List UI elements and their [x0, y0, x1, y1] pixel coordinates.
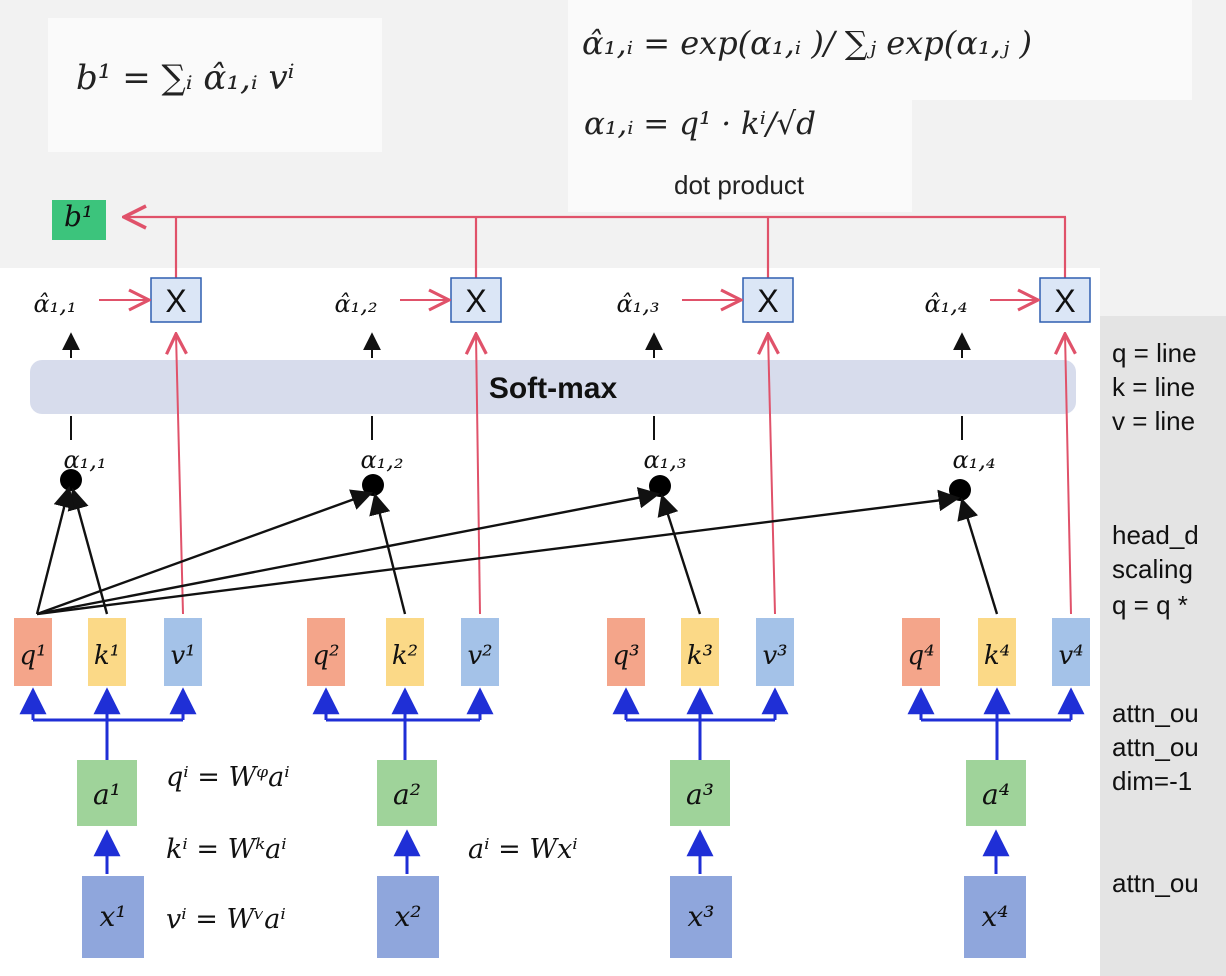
x-label-4: x⁴	[981, 900, 1008, 933]
multiply-symbol-1: X	[165, 283, 186, 319]
score-dot-3	[649, 475, 671, 497]
v-box-1	[164, 618, 202, 686]
a-box-4	[966, 760, 1026, 826]
multiply-box-4	[1039, 277, 1091, 323]
x-box-1	[82, 876, 144, 958]
multiply-symbol-2: X	[465, 283, 486, 319]
key-to-score-line-1	[67, 487, 109, 615]
value-to-multiply-line-3	[768, 334, 775, 615]
b1-formula: b¹ = ∑ᵢ α̂₁,ᵢ vⁱ	[76, 58, 295, 98]
q-box-2	[307, 618, 345, 686]
v-label-3: v³	[762, 641, 787, 671]
q-box-4	[902, 618, 940, 686]
code-line-dim: dim=-1	[1112, 766, 1193, 796]
a-embedding-formula: aⁱ = Wxⁱ	[468, 834, 578, 865]
a-box-2	[377, 760, 437, 826]
a-label-2: a²	[393, 778, 421, 811]
alpha-hat-label-1: α̂₁,₁	[33, 290, 76, 318]
code-line-v: v = line	[1112, 406, 1196, 436]
x-box-3	[670, 876, 732, 958]
code-line-k: k = line	[1112, 372, 1196, 402]
a-box-3	[670, 760, 730, 826]
multiply-symbol-3: X	[757, 283, 778, 319]
alpha-label-2: α₁,₂	[360, 446, 403, 474]
score-formula: α₁,ᵢ = q¹ · kⁱ/√d	[584, 106, 817, 142]
x-label-3: x³	[687, 900, 714, 933]
q-label-2: q²	[312, 641, 339, 671]
v-box-2	[461, 618, 499, 686]
alpha-hat-label-2: α̂₁,₂	[334, 290, 377, 318]
code-line-q-scale: q = q *	[1112, 590, 1188, 620]
dot-product-label: dot product	[674, 170, 805, 200]
v-label-4: v⁴	[1058, 641, 1083, 671]
alpha-label-3: α₁,₃	[643, 446, 686, 474]
query-to-score-line-3	[36, 487, 661, 616]
value-to-multiply-line-2	[476, 334, 480, 615]
code-line-attn-out-2: attn_ou	[1112, 732, 1199, 762]
v-box-3	[756, 618, 794, 686]
k-label-1: k¹	[94, 641, 120, 671]
score-dot-1	[60, 469, 82, 491]
output-label: b¹	[64, 200, 94, 233]
k-box-1	[88, 618, 126, 686]
code-line-q: q = line	[1112, 338, 1197, 368]
softmax-label: Soft-max	[489, 372, 618, 405]
score-formula-panel: α₁,ᵢ = q¹ · kⁱ/√d dot product	[568, 100, 912, 212]
k-label-4: k⁴	[984, 641, 1010, 671]
key-to-score-line-3	[657, 493, 702, 615]
a-box-1	[77, 760, 137, 826]
a-label-3: a³	[686, 778, 714, 811]
q-label-3: q³	[612, 641, 639, 671]
multiply-symbol-4: X	[1054, 283, 1075, 319]
a-label-1: a¹	[93, 778, 121, 811]
softmax-formula: α̂₁,ᵢ = exp(α₁,ᵢ )/ ∑ⱼ exp(α₁,ⱼ )	[582, 24, 1032, 62]
k-projection-formula: kⁱ = Wᵏaⁱ	[166, 834, 287, 865]
key-to-score-line-4	[957, 497, 999, 615]
value-to-multiply-line-4	[1065, 334, 1071, 615]
score-dot-2	[362, 474, 384, 496]
q-box-3	[607, 618, 645, 686]
multiply-box-3	[742, 277, 794, 323]
x-label-1: x¹	[99, 900, 126, 933]
q-label-1: q¹	[19, 641, 46, 671]
alpha-label-4: α₁,₄	[952, 446, 995, 474]
query-to-score-line-2	[36, 489, 374, 616]
softmax-formula-panel: α̂₁,ᵢ = exp(α₁,ᵢ )/ ∑ⱼ exp(α₁,ⱼ )	[568, 0, 1192, 100]
softmax-bar	[30, 360, 1076, 414]
v-projection-formula: vⁱ = Wᵛaⁱ	[166, 904, 286, 935]
v-box-4	[1052, 618, 1090, 686]
code-line-attn-out-3: attn_ou	[1112, 868, 1199, 898]
q-projection-formula: qⁱ = Wᵠaⁱ	[166, 762, 290, 793]
k-label-2: k²	[392, 641, 418, 671]
query-to-score-line-1	[35, 485, 75, 615]
v-label-2: v²	[467, 641, 492, 671]
multiply-box-1	[150, 277, 202, 323]
value-to-multiply-line-1	[176, 334, 183, 615]
code-panel: q = line k = line v = line head_d scalin…	[1100, 316, 1226, 976]
a-label-4: a⁴	[982, 778, 1010, 811]
k-box-3	[681, 618, 719, 686]
output-badge	[52, 200, 106, 240]
code-line-head-dim: head_d	[1112, 520, 1199, 550]
q-label-4: q⁴	[907, 641, 934, 671]
key-to-score-line-2	[369, 492, 407, 615]
x-box-4	[964, 876, 1026, 958]
k-box-4	[978, 618, 1016, 686]
x-label-2: x²	[394, 900, 421, 933]
multiply-box-2	[450, 277, 502, 323]
k-box-2	[386, 618, 424, 686]
query-to-score-line-4	[36, 489, 961, 616]
alpha-hat-label-4: α̂₁,₄	[924, 290, 967, 318]
b1-formula-panel: b¹ = ∑ᵢ α̂₁,ᵢ vⁱ	[48, 18, 382, 152]
q-box-1	[14, 618, 52, 686]
code-line-attn-out-1: attn_ou	[1112, 698, 1199, 728]
code-line-scaling: scaling	[1112, 554, 1193, 584]
v-label-1: v¹	[170, 641, 195, 671]
k-label-3: k³	[687, 641, 713, 671]
x-box-2	[377, 876, 439, 958]
alpha-hat-label-3: α̂₁,₃	[616, 290, 659, 318]
